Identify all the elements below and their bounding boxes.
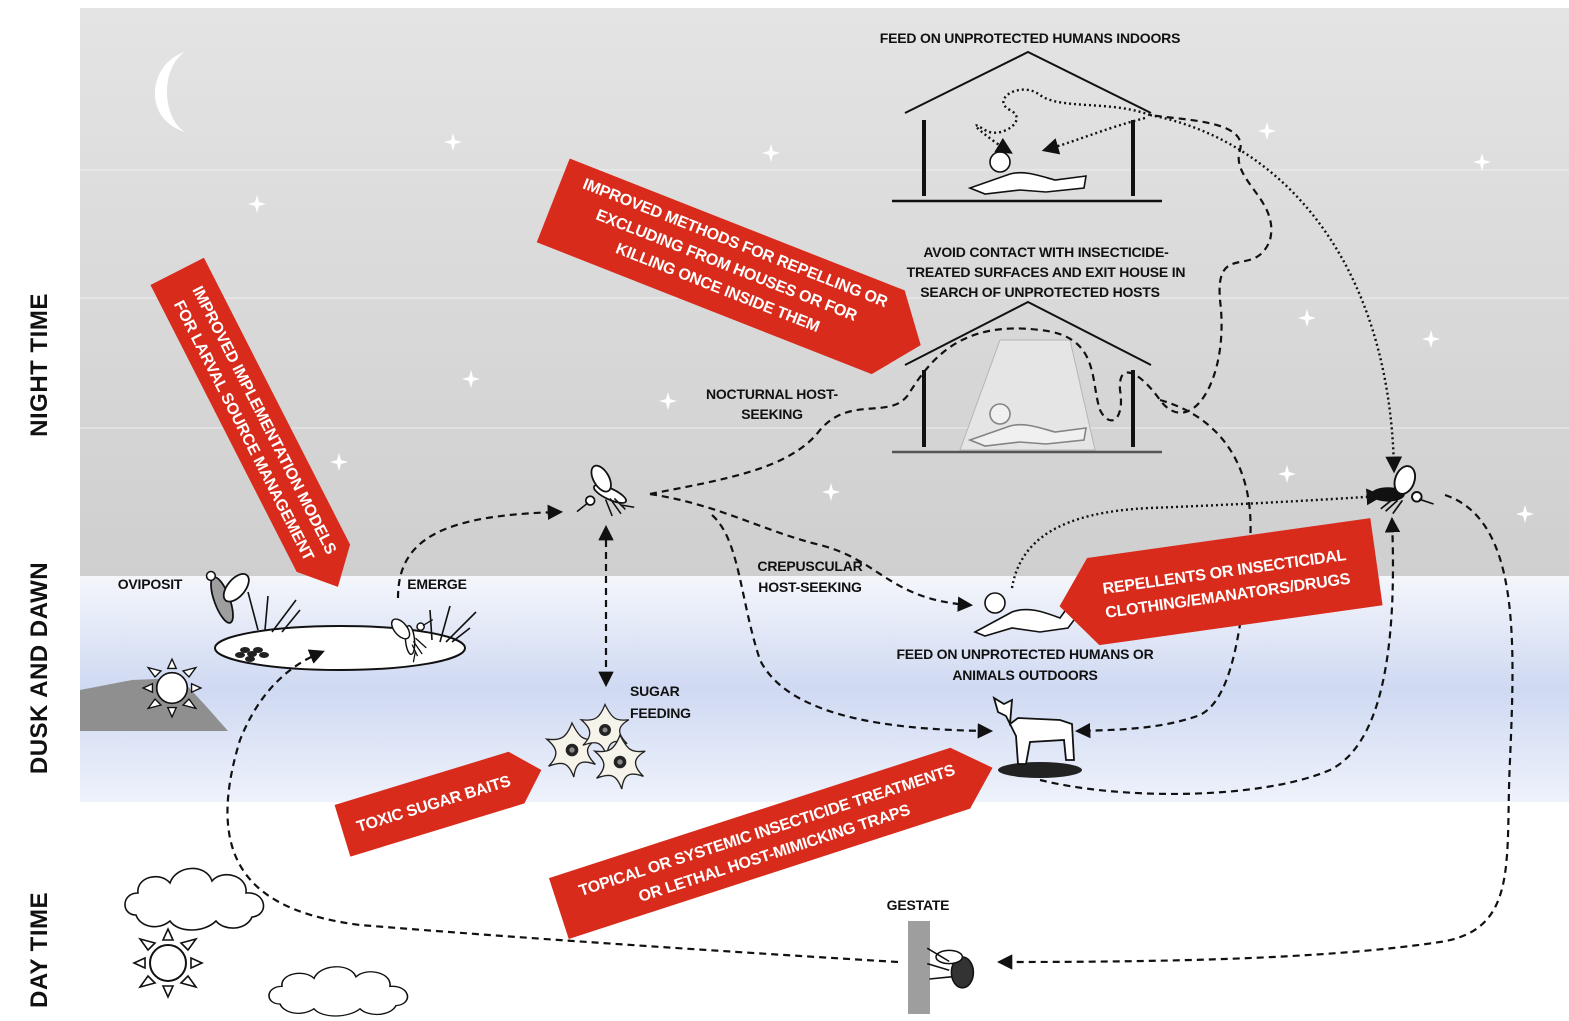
crepuscular-label-line1: CREPUSCULAR xyxy=(757,558,862,574)
nocturnal-label-line2: SEEKING xyxy=(741,406,803,422)
gestate-label: GESTATE xyxy=(887,897,950,913)
cloud-icon xyxy=(124,867,265,931)
mosquito-icon xyxy=(926,947,975,989)
avoid-label-line3: SEARCH OF UNPROTECTED HOSTS xyxy=(920,284,1160,300)
moon-icon xyxy=(154,52,185,132)
cow-icon xyxy=(992,696,1082,778)
sun-icon xyxy=(133,928,203,998)
sugar-feeding-label-line1: SUGAR xyxy=(630,683,680,699)
feed-outdoors-label-line1: FEED ON UNPROTECTED HUMANS OR xyxy=(896,646,1153,662)
avoid-label-line1: AVOID CONTACT WITH INSECTICIDE- xyxy=(923,244,1169,260)
feed-indoors-label: FEED ON UNPROTECTED HUMANS INDOORS xyxy=(880,30,1180,46)
night-time-label: NIGHT TIME xyxy=(26,293,53,437)
human-icon xyxy=(967,403,1087,447)
crepuscular-label-line2: HOST-SEEKING xyxy=(758,579,862,595)
wall-icon xyxy=(908,921,930,1014)
feed-outdoors-label-line2: ANIMALS OUTDOORS xyxy=(952,667,1097,683)
egg-cluster xyxy=(235,647,269,662)
dusk-dawn-label: DUSK AND DAWN xyxy=(26,562,53,774)
intervention-repellents-arrow: REPELLENTS OR INSECTICIDAL CLOTHING/EMAN… xyxy=(1059,518,1383,646)
avoid-label-line2: TREATED SURFACES AND EXIT HOUSE IN xyxy=(907,264,1186,280)
mosquito-icon xyxy=(205,570,250,624)
water-pool-icon xyxy=(214,625,466,671)
oviposit-label: OVIPOSIT xyxy=(118,576,183,592)
day-time-label: DAY TIME xyxy=(26,892,53,1008)
sugar-feeding-label-line2: FEEDING xyxy=(630,705,691,721)
house-icon xyxy=(892,300,1162,454)
nocturnal-label-line1: NOCTURNAL HOST- xyxy=(706,386,839,402)
cloud-icon xyxy=(268,965,409,1017)
intervention-sugar-baits-arrow: TOXIC SUGAR BAITS xyxy=(334,751,542,857)
house-icon xyxy=(892,50,1162,203)
grass xyxy=(247,591,477,643)
flight-paths xyxy=(226,88,1514,970)
emerge-label: EMERGE xyxy=(407,576,466,592)
human-icon xyxy=(973,592,1082,637)
